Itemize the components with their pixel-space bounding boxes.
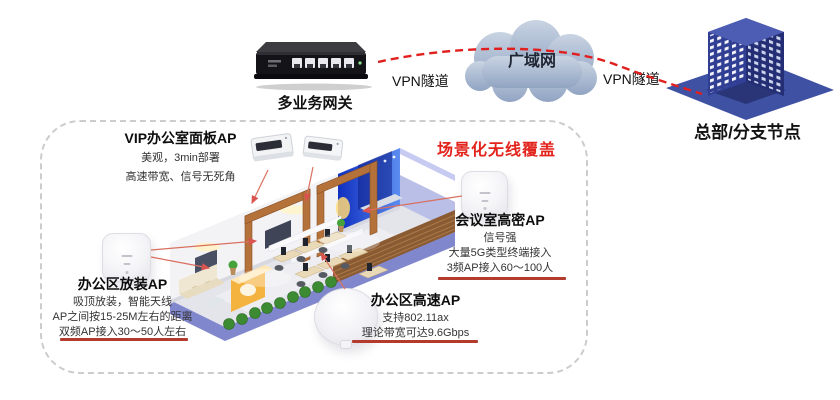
ap-vip-title: VIP办公室面板AP <box>124 130 237 146</box>
meeting-underline <box>438 277 566 280</box>
ap-mount-title: 办公区放装AP <box>77 276 168 292</box>
wan-label: 广域网 <box>507 53 556 70</box>
ceiling-ap-icon <box>102 233 151 282</box>
ap-block-mount: 办公区放装AP 吸顶放装，智能天线 AP之间按15-25M左右的距离 双频AP接… <box>40 276 205 340</box>
ap-speed-line1: 支持802.11ax <box>382 312 449 324</box>
scene-headline: 场景化无线覆盖 <box>437 142 557 159</box>
gateway-device-icon <box>254 42 372 91</box>
ap-vip-line1: 美观，3min部署 <box>141 152 220 164</box>
ap-speed-title: 办公区高速AP <box>370 292 461 308</box>
vpn-tunnel-left-label: VPN隧道 <box>392 73 449 89</box>
ap-block-meeting: 会议室高密AP 信号强 大量5G类型终端接入 3频AP接入60～100人 <box>420 212 580 276</box>
office-floorplan <box>170 148 456 341</box>
ap-meeting-line1: 信号强 <box>483 232 517 244</box>
vpn-tunnel-right-label: VPN隧道 <box>603 71 660 87</box>
scene-dashed-border <box>40 120 588 374</box>
hq-label: 总部/分支节点 <box>694 123 801 142</box>
ap-meeting-line3: 3频AP接入60～100人 <box>446 262 554 274</box>
mount-underline <box>60 338 188 341</box>
gateway-label: 多业务网关 <box>277 95 353 112</box>
ap-mount-line1: 吸顶放装，智能天线 <box>73 296 172 308</box>
ap-meeting-line2: 大量5G类型终端接入 <box>448 247 552 259</box>
ap-vip-line2: 高速带宽、信号无死角 <box>125 171 236 183</box>
ap-meeting-title: 会议室高密AP <box>455 212 545 228</box>
ap-mount-line3: 双频AP接入30～50人左右 <box>58 326 187 338</box>
panel-ap-icon <box>250 133 344 162</box>
ap-mount-line2: AP之间按15-25M左右的距离 <box>52 311 193 323</box>
ap-block-vip: VIP办公室面板AP 美观，3min部署 高速带宽、信号无死角 <box>93 130 268 187</box>
building-icon <box>666 18 834 120</box>
ap-speed-line2: 理论带宽可达9.6Gbps <box>361 327 470 339</box>
speed-underline <box>352 340 478 343</box>
ap-block-speed: 办公区高速AP 支持802.11ax 理论带宽可达9.6Gbps <box>343 292 488 341</box>
ceiling-ap-icon <box>461 171 508 218</box>
disc-ap-icon <box>314 288 378 346</box>
